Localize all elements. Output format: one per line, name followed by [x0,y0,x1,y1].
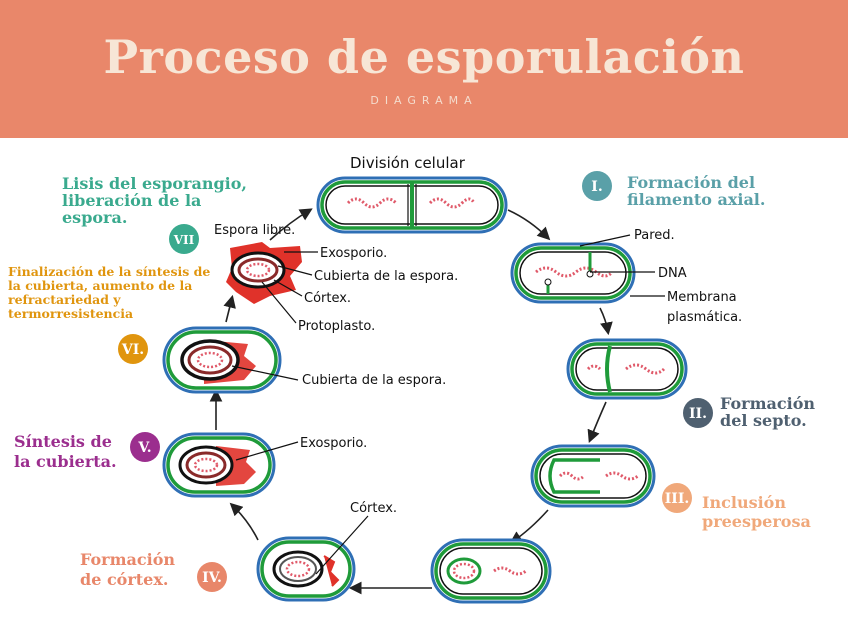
arrow-II-to-III [587,401,607,443]
annotation-cortex-iv: Córtex. [350,501,397,516]
cell-inclusion [430,538,552,604]
annotation-dna: DNA [658,266,687,281]
arrow-III-to-inclusion [509,509,549,544]
leader-lines [231,234,665,575]
svg-text:refractariedad y: refractariedad y [8,292,121,307]
arrow-VI-to-VII [223,294,236,323]
annotation-membrana-line1: Membrana [667,290,737,305]
svg-text:VII: VII [173,233,195,247]
stage-name-IV: Formación de córtex. [80,550,175,589]
svg-text:Síntesis de: Síntesis de [14,432,112,451]
svg-text:VI.: VI. [121,342,144,358]
svg-text:termorresistencia: termorresistencia [8,306,133,321]
arrow-division-to-I [507,209,551,241]
svg-text:espora.: espora. [62,208,127,227]
svg-text:la cubierta.: la cubierta. [14,452,117,471]
svg-text:la cubierta, aumento de la: la cubierta, aumento de la [8,278,192,293]
cell-stage-V [162,432,276,498]
svg-text:Formación: Formación [80,550,175,569]
svg-text:liberación de la: liberación de la [62,191,201,210]
badge-stage-III: III. [662,483,692,513]
top-label-division: División celular [350,154,466,172]
badge-stage-VI: VI. [118,334,148,364]
svg-text:I.: I. [591,179,602,195]
cell-stage-I [510,242,636,304]
stage-name-III: Inclusión preesperosa [702,493,811,531]
annotation-cubierta-vii: Cubierta de la espora. [314,269,458,284]
svg-text:Finalización de la síntesis de: Finalización de la síntesis de [8,264,210,279]
svg-text:Formación del: Formación del [627,173,755,192]
badge-stage-II: II. [683,398,713,428]
stage-name-VII: Lisis del esporangio, liberación de la e… [62,174,247,227]
annotation-protoplasto: Protoplasto. [298,319,375,334]
cell-stage-IV [256,536,356,602]
annotation-exosporio-vii: Exosporio. [320,246,387,261]
annotation-pared: Pared. [634,228,675,243]
cell-stage-VII [226,242,302,304]
stage-name-VI: Finalización de la síntesis de la cubier… [8,264,210,321]
annotation-exosporio-v: Exosporio. [300,436,367,451]
svg-text:del septo.: del septo. [720,411,807,430]
badge-stage-V: V. [130,432,160,462]
svg-text:III.: III. [665,491,690,507]
stage-name-I: Formación del filamento axial. [627,173,765,209]
page-subtitle: DIAGRAMA [370,94,478,107]
cycle-arrows [209,208,613,595]
svg-text:II.: II. [689,406,707,422]
annotation-cubierta-vi: Cubierta de la espora. [302,373,446,388]
page-title: Proceso de esporulación [103,30,745,84]
cell-stage-III [530,444,656,508]
svg-text:Lisis del esporangio,: Lisis del esporangio, [62,174,247,193]
arrow-IV-to-V [229,502,259,541]
cell-stage-II [566,338,688,400]
annotation-cortex-vii: Córtex. [304,291,351,306]
svg-text:Inclusión: Inclusión [702,493,786,512]
cell-stage-VI [162,326,282,394]
arrow-VII-to-division [269,208,313,241]
arrow-I-to-II [599,307,613,336]
svg-text:preesperosa: preesperosa [702,512,811,531]
svg-text:de córtex.: de córtex. [80,570,168,589]
badge-stage-I: I. [582,171,612,201]
annotation-membrana-line2: plasmática. [667,310,742,325]
stage-name-II: Formación del septo. [720,394,815,430]
svg-text:V.: V. [137,440,151,456]
stage-name-V: Síntesis de la cubierta. [14,432,117,471]
header-banner [0,0,848,138]
badge-stage-IV: IV. [197,562,227,592]
svg-text:Formación: Formación [720,394,815,413]
annotation-espora-libre: Espora libre. [214,223,295,238]
cell-division [316,176,508,234]
svg-text:filamento axial.: filamento axial. [627,190,765,209]
svg-text:IV.: IV. [202,570,222,586]
badge-stage-VII: VII [169,224,199,254]
